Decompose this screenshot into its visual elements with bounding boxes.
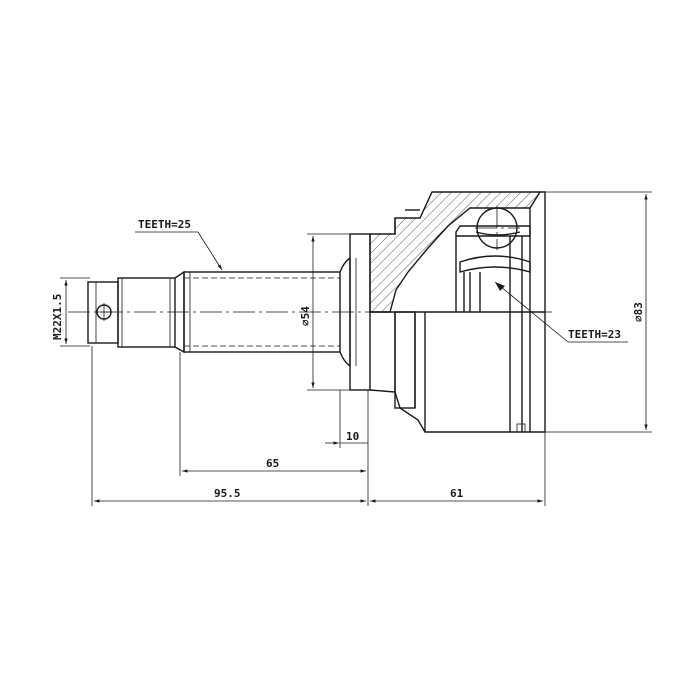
outer-diameter-label: ⌀83: [632, 302, 645, 322]
inner-race: [455, 206, 531, 312]
shaft-diameter-dimension: ⌀54: [299, 233, 350, 391]
total-length-dimension: 95.5: [94, 487, 366, 503]
thread-dimension: M22X1.5: [51, 277, 90, 347]
shaft-diameter-label: ⌀54: [299, 306, 312, 326]
bell-length-label: 61: [450, 487, 464, 500]
collar-length-dimension: 10: [325, 430, 368, 445]
teeth-25-callout: TEETH=25: [135, 218, 223, 271]
teeth-23-label: TEETH=23: [568, 328, 621, 341]
total-stem-length-label: 95.5: [214, 487, 241, 500]
teeth-23-callout: TEETH=23: [494, 281, 628, 343]
collar-length-label: 10: [346, 430, 359, 443]
bell-length-dimension: 61: [370, 487, 543, 503]
thread-label: M22X1.5: [51, 294, 64, 340]
bell-flange-section: [369, 191, 542, 313]
threaded-end: [87, 277, 176, 348]
outer-diameter-dimension: ⌀83: [545, 191, 652, 433]
stem-length-dimension: 65: [182, 457, 366, 473]
bell-housing: [369, 191, 546, 433]
teeth-25-label: TEETH=25: [138, 218, 191, 231]
stem-length-label: 65: [266, 457, 279, 470]
